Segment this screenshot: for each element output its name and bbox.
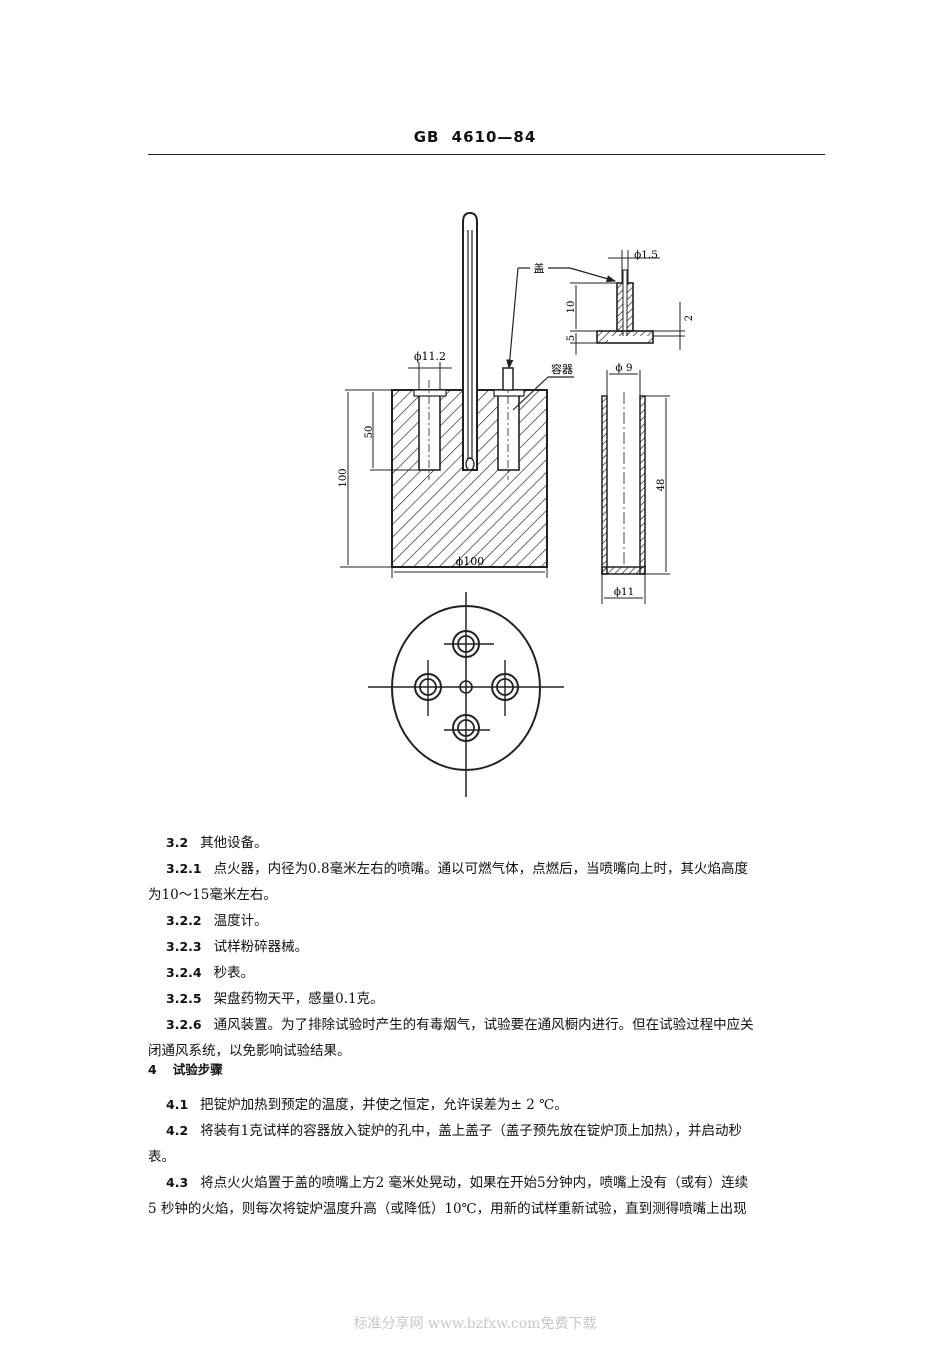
page-header: GB 4610—84 (0, 128, 950, 146)
dim-2: 2 (684, 315, 695, 321)
section-3-2-1-cont: 为10～15毫米左右。 (148, 887, 277, 903)
thermometer (462, 211, 478, 471)
dim-phi-100: ϕ100 (456, 555, 485, 568)
label-container: 容器 (551, 362, 573, 376)
dim-100: 100 (338, 468, 349, 487)
dim-phi-9: ϕ 9 (615, 362, 632, 374)
furnace-block (391, 367, 548, 568)
top-view (368, 592, 564, 797)
section-4-title: 试验步骤 (172, 1062, 223, 1077)
watermark: 标准分享网 www.bzfxw.com免费下载 (353, 1316, 597, 1332)
dim-phi-1-5: ϕ1.5 (634, 249, 658, 261)
section-3-2-6-cont: 闭通风系统，以免影响试验结果。 (148, 1043, 351, 1059)
lid-detail (570, 250, 685, 355)
section-4-heading: 4 试验步骤 (148, 1057, 826, 1083)
section-4-num: 4 (148, 1062, 157, 1077)
dim-phi-11: ϕ11 (614, 586, 635, 598)
dim-48: 48 (656, 479, 667, 492)
block-dimensions (340, 362, 548, 578)
label-lid: 盖 (534, 261, 545, 275)
standard-number: 4610—84 (451, 128, 537, 146)
standard-prefix: GB (413, 128, 440, 146)
dim-50: 50 (364, 426, 375, 439)
lid-leader (506, 267, 617, 370)
section-4-3-cont: 5 秒钟的火焰，则每次将锭炉温度升高（或降低）10℃，用新的试样重新试验，直到测… (148, 1201, 747, 1217)
header-rule (148, 154, 825, 155)
section-4-2-cont: 表。 (148, 1149, 175, 1165)
apparatus-figure: 50 100 ϕ100 ϕ11.2 盖 ϕ1.5 10 5 2 (338, 211, 695, 797)
container-detail (601, 370, 670, 604)
dim-10: 10 (566, 301, 577, 314)
dim-5: 5 (566, 335, 577, 341)
container-leader (512, 376, 574, 411)
dim-phi-11-2: ϕ11.2 (414, 350, 446, 363)
